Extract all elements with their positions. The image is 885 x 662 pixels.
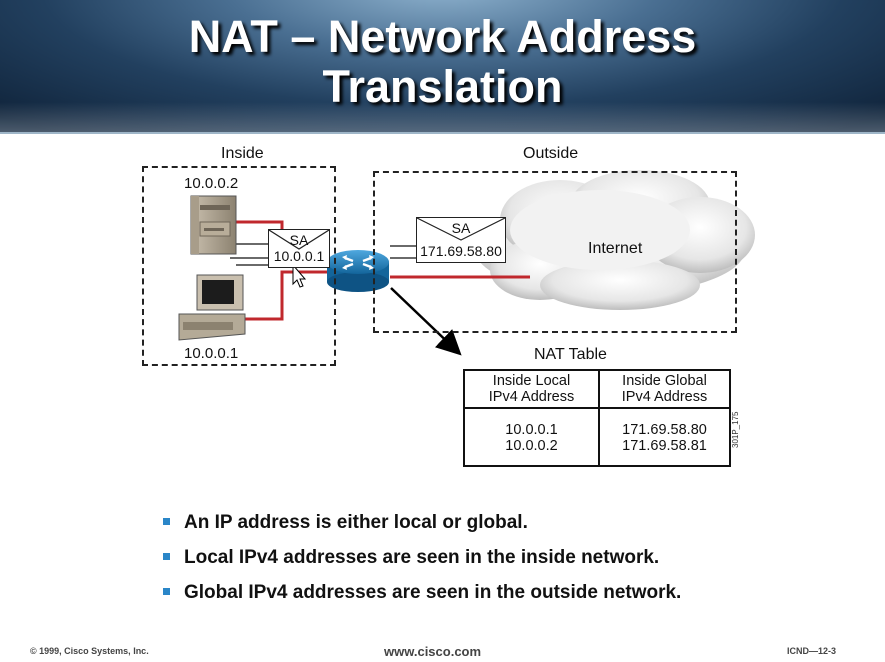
figure-code: 301P_175: [731, 411, 740, 448]
nat-table-title: NAT Table: [534, 346, 607, 363]
outside-packet-address: 171.69.58.80: [420, 243, 502, 259]
footer-website: www.cisco.com: [384, 644, 482, 659]
nat-row-2-global: 171.69.58.81: [622, 438, 707, 454]
inside-packet-sa-label: SA: [289, 232, 309, 248]
outside-packet-sa-label: SA: [451, 220, 471, 236]
inside-zone-label: Inside: [221, 145, 264, 162]
bullet-square-icon: [163, 553, 170, 560]
outside-packet: SA 171.69.58.80: [416, 217, 506, 263]
nat-header-global-line2: IPv4 Address: [621, 389, 708, 405]
nat-global-column: 171.69.58.80 171.69.58.81: [600, 409, 729, 465]
nat-header-local-line2: IPv4 Address: [488, 389, 575, 405]
nat-row-1-local: 10.0.0.1: [505, 422, 558, 438]
bullet-list: An IP address is either local or global.…: [162, 512, 681, 617]
internet-label: Internet: [588, 240, 643, 257]
bullet-square-icon: [163, 588, 170, 595]
bullet-item: Global IPv4 addresses are seen in the ou…: [162, 582, 681, 617]
internet-cloud: [475, 170, 755, 310]
inside-packet-address: 10.0.0.1: [273, 248, 325, 264]
server-icon: [190, 195, 237, 255]
bullet-item: Local IPv4 addresses are seen in the ins…: [162, 547, 681, 582]
nat-local-column: 10.0.0.1 10.0.0.2: [465, 409, 600, 465]
nat-row-2-local: 10.0.0.2: [505, 438, 558, 454]
bullet-text-2: Local IPv4 addresses are seen in the ins…: [184, 547, 660, 568]
bullet-text-3: Global IPv4 addresses are seen in the ou…: [184, 582, 682, 603]
outside-zone-label: Outside: [523, 145, 579, 162]
nat-header-global: Inside Global IPv4 Address: [600, 371, 729, 409]
pc-icon: [178, 274, 246, 341]
server-ip-label: 10.0.0.2: [184, 175, 239, 192]
nat-header-local: Inside Local IPv4 Address: [465, 371, 600, 409]
footer-copyright: © 1999, Cisco Systems, Inc.: [30, 646, 149, 656]
slide-title-line1: NAT – Network Address: [188, 11, 697, 62]
pc-ip-label: 10.0.0.1: [184, 345, 239, 362]
footer-page-code: ICND—12-3: [787, 646, 837, 656]
bullet-text-1: An IP address is either local or global.: [184, 512, 528, 533]
outside-zone: [373, 171, 737, 333]
title-banner: NAT – Network Address Translation: [0, 0, 885, 134]
bullet-item: An IP address is either local or global.: [162, 512, 681, 547]
bullet-square-icon: [163, 518, 170, 525]
inside-zone: [142, 166, 336, 366]
nat-lookup-arrow: [390, 287, 462, 356]
nat-row-1-global: 171.69.58.80: [622, 422, 707, 438]
mouse-cursor-icon: [292, 263, 307, 288]
nat-header-local-line1: Inside Local: [492, 373, 571, 389]
nat-header-global-line1: Inside Global: [622, 373, 707, 389]
nat-table: Inside Local IPv4 Address Inside Global …: [463, 369, 731, 467]
inside-packet: SA 10.0.0.1: [268, 229, 330, 268]
